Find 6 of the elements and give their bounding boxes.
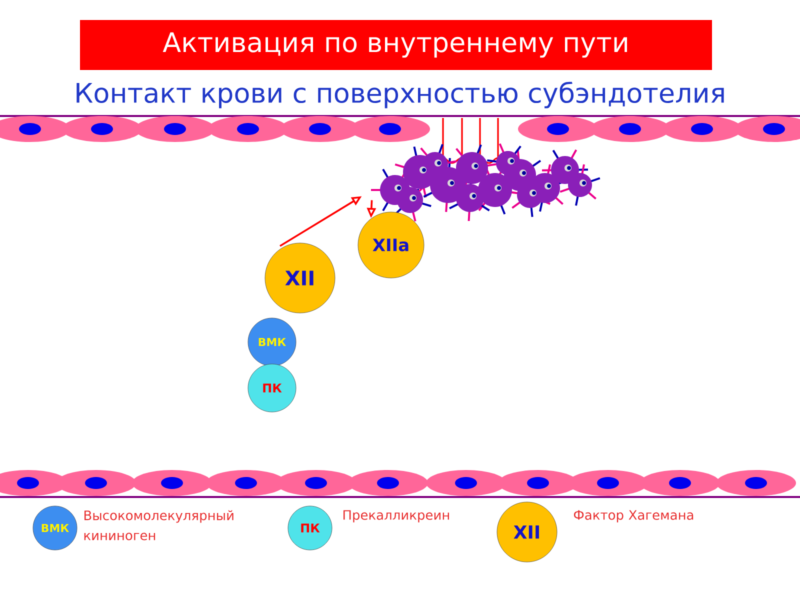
legend-text: Прекалликреин xyxy=(343,510,449,522)
legend-text: Фактор Хагемана xyxy=(574,510,694,522)
title-banner: Активация по внутреннему пути xyxy=(80,20,712,70)
platelet-cluster-drawing xyxy=(371,143,600,222)
legend-text: Высокомолекулярный кининоген xyxy=(84,510,234,540)
subtitle: Контакт крови с поверхностью субэндотелия xyxy=(76,82,724,108)
